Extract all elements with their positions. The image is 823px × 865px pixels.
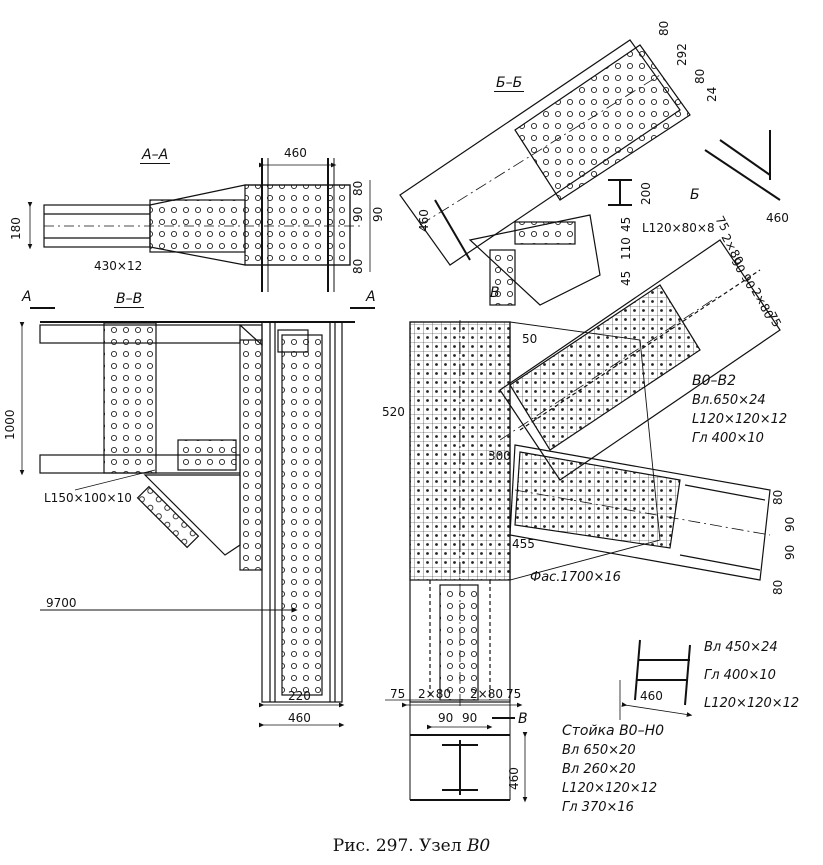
cut-mark-a-right: А [366,289,376,305]
col-dim-90a: 90 [438,711,454,725]
col-dim-455: 455 [512,537,535,551]
chord-legend: Вл 450×24 Гл 400×10 L120×120×12 [704,634,799,718]
column-item-1: Вл 650×20 [562,743,636,758]
col-dim-520: 520 [382,405,405,419]
bb-angle-label: L120×80×8 [642,221,715,235]
b0b2-title: В0–В2 [692,373,737,389]
b0b2-item-3: Гл 400×10 [692,431,764,446]
bb-dim-80: 80 [657,20,671,36]
bb-dim-110: 110 [619,237,633,260]
chord-right-drawing [509,444,771,581]
chord-dim-460: 460 [640,689,663,703]
column-item-4: Гл 370×16 [562,800,634,815]
bb-dim-200: 200 [639,182,653,205]
figure-caption: Рис. 297. Узел В0 [0,836,823,856]
b0b2-legend: В0–В2 Вл.650×24 L120×120×12 Гл 400×10 [692,372,787,448]
column-drawing [385,320,661,803]
vv-dim-9700: 9700 [46,596,77,610]
b0b2-dim-460: 460 [766,211,789,225]
section-vv-drawing [19,307,375,728]
section-aa-drawing [27,158,371,292]
cut-mark-b: Б [690,187,700,203]
col-dim-75a: 75 [390,687,406,701]
vv-dim-1000: 1000 [3,409,17,440]
aa-dim-80a: 80 [351,180,365,196]
col-dim-90b: 90 [462,711,478,725]
column-item-2: Вл 260×20 [562,762,636,777]
vv-angle-label: L150×100×10 [44,491,132,505]
chord-item-1: Вл 450×24 [704,640,778,655]
gusset-label: Фас.1700×16 [530,570,621,585]
chord-item-3: L120×120×12 [704,696,800,711]
aa-dim-460: 460 [284,146,307,160]
chord-item-2: Гл 400×10 [704,668,776,683]
section-bb-drawing [399,39,781,306]
bb-dim-45b: 45 [619,270,633,286]
section-title-aa: А–А [140,147,171,164]
b0b2-item-1: Вл.650×24 [692,393,766,408]
chord-section-drawing [619,639,693,720]
chord-dim-90b: 90 [783,544,797,560]
aa-dim-90b: 90 [371,206,385,222]
b0b2-item-2: L120×120×12 [692,412,788,427]
col-dim-2x80a: 2×80 [418,687,451,701]
bb-dim-45a: 45 [619,216,633,232]
column-legend: Стойка В0–Н0 Вл 650×20 Вл 260×20 L120×12… [562,722,664,817]
chord-dim-90a: 90 [783,516,797,532]
chord-dim-80a: 80 [771,489,785,505]
bb-dim-460: 460 [417,209,431,232]
aa-plate-label: 430×12 [94,259,143,273]
chord-dim-80b: 80 [771,579,785,595]
vv-dim-460: 460 [288,711,311,725]
bb-dim-292: 292 [675,43,689,66]
vv-dim-220: 220 [288,689,311,703]
caption-prefix: Рис. 297. Узел [332,836,467,856]
bb-dim-80b: 80 [693,68,707,84]
caption-node: В0 [466,836,491,856]
col-dim-300: 300 [488,449,511,463]
bb-dim-24: 24 [705,86,719,102]
column-title: Стойка В0–Н0 [562,723,665,739]
cut-mark-v-top: В [490,285,500,301]
aa-dim-80b: 80 [351,258,365,274]
col-dim-50: 50 [522,332,538,346]
column-dim-460: 460 [507,767,521,790]
col-dim-75b: 75 [506,687,522,701]
cut-mark-v-bottom: В [518,711,528,727]
cut-mark-a-left: А [22,289,32,305]
col-dim-2x80b: 2×80 [470,687,503,701]
section-title-vv: В–В [114,291,145,308]
column-item-3: L120×120×12 [562,781,658,796]
section-title-bb: Б–Б [494,75,525,92]
aa-dim-90a: 90 [351,206,365,222]
aa-dim-180: 180 [9,217,23,240]
